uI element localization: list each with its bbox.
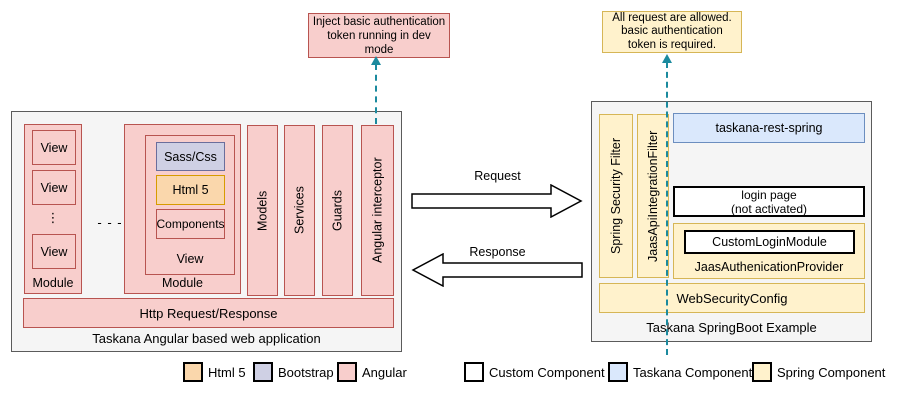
arrow-up-icon: [662, 54, 672, 63]
vertical-ellipsis: ⋮: [46, 210, 60, 225]
angular-app-container: View View ⋮ View Module - - - Sass/Css H…: [11, 111, 402, 352]
legend-label: Custom Component: [489, 364, 605, 380]
login-page-box: login page (not activated): [673, 186, 865, 217]
guards-box: Guards: [322, 125, 353, 296]
module-label: Module: [162, 276, 203, 290]
web-security-config-box: WebSecurityConfig: [599, 283, 865, 313]
dashed-connector-left: [375, 64, 377, 124]
view-box: View: [32, 170, 76, 205]
request-arrow-icon: [411, 184, 583, 218]
ellipsis-dots: - - -: [97, 215, 123, 230]
sass-css-box: Sass/Css: [156, 142, 225, 171]
legend-item-html5: Html 5: [183, 362, 246, 382]
html5-box: Html 5: [156, 175, 225, 205]
components-box: Components: [156, 209, 225, 239]
module-label: Module: [32, 276, 74, 290]
legend-label: Html 5: [208, 364, 246, 380]
bootstrap-swatch-icon: [253, 362, 273, 382]
angular-swatch-icon: [337, 362, 357, 382]
callout-dev-token: Inject basic authentication token runnin…: [308, 13, 450, 58]
view-box: View: [32, 130, 76, 165]
legend-item-bootstrap: Bootstrap: [253, 362, 334, 382]
dashed-connector-right: [666, 62, 668, 355]
legend-label: Bootstrap: [278, 364, 334, 380]
custom-swatch-icon: [464, 362, 484, 382]
callout-all-requests: All request are allowed. basic authentic…: [602, 11, 742, 53]
request-label: Request: [474, 169, 521, 183]
view-label: View: [176, 252, 204, 266]
arrow-up-icon: [371, 56, 381, 65]
angular-app-title: Taskana Angular based web application: [92, 331, 321, 346]
taskana-rest-spring-box: taskana-rest-spring: [673, 113, 865, 143]
models-box: Models: [247, 125, 278, 296]
legend-label: Spring Component: [777, 364, 886, 380]
legend-item-taskana: Taskana Component: [608, 362, 752, 382]
response-arrow-icon: [411, 253, 583, 287]
module-box: View View ⋮ View Module: [24, 124, 82, 294]
springboot-container: Spring Security Filter JaasApiIntegratio…: [591, 101, 872, 342]
services-box: Services: [284, 125, 315, 296]
html5-swatch-icon: [183, 362, 203, 382]
legend-item-spring: Spring Component: [752, 362, 885, 382]
legend-label: Angular: [362, 364, 407, 380]
spring-security-filter-box: Spring Security Filter: [599, 114, 633, 278]
jaas-authentication-provider-box: CustomLoginModule JaasAuthenicationProvi…: [673, 223, 865, 279]
response-label: Response: [469, 245, 526, 259]
module-box: Sass/Css Html 5 Components View Module: [124, 124, 241, 294]
spring-swatch-icon: [752, 362, 772, 382]
springboot-title: Taskana SpringBoot Example: [646, 320, 817, 335]
jaas-authentication-provider-label: JaasAuthenicationProvider: [694, 260, 844, 274]
http-request-response-bar: Http Request/Response: [23, 298, 394, 328]
legend-item-angular: Angular: [337, 362, 407, 382]
angular-interceptor-box: Angular interceptor: [361, 125, 394, 296]
legend-item-custom: Custom Component: [464, 362, 605, 382]
jaas-api-integration-filter-box: JaasApiIntegrationFilter: [637, 114, 669, 278]
view-box: View: [32, 234, 76, 269]
view-container: Sass/Css Html 5 Components View: [145, 135, 235, 275]
custom-login-module-box: CustomLoginModule: [684, 230, 855, 254]
taskana-swatch-icon: [608, 362, 628, 382]
legend-label: Taskana Component: [633, 364, 753, 380]
